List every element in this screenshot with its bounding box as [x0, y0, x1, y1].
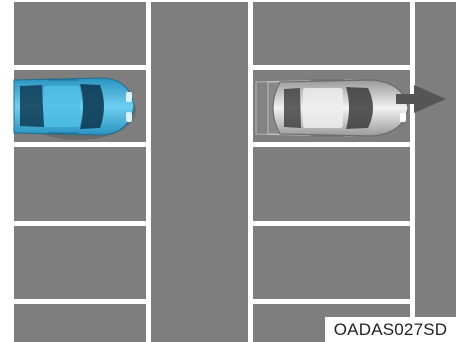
lane-line-left	[146, 0, 151, 342]
top-margin	[0, 0, 456, 2]
stall-line	[248, 221, 415, 226]
figure-code-label: OADAS027SD	[325, 317, 456, 342]
lane-line-right	[248, 0, 253, 342]
left-margin	[0, 0, 14, 342]
stall-line	[248, 299, 415, 304]
stall-line	[248, 65, 415, 70]
parked-car-icon	[14, 78, 136, 140]
stall-line	[248, 142, 415, 147]
stall-line	[14, 221, 151, 226]
stall-line	[14, 142, 151, 147]
stall-line	[14, 299, 151, 304]
stall-line	[14, 65, 151, 70]
departing-car-icon	[256, 80, 408, 136]
lane-line-far-right	[410, 0, 415, 342]
